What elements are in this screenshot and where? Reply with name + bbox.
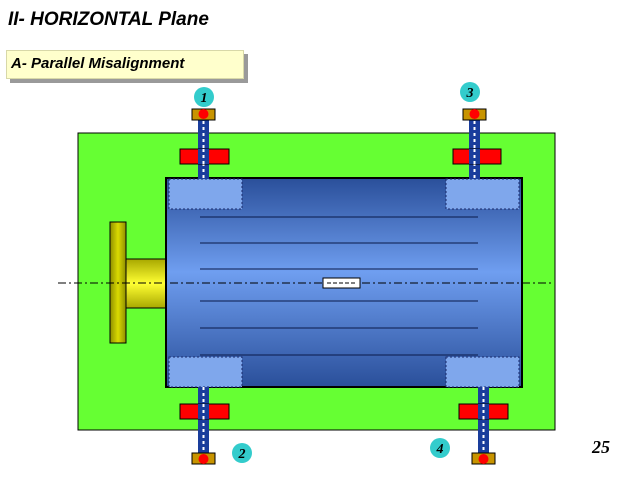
motor-foot-rear-right [445,356,520,388]
motor-fins [200,216,478,356]
bolt-label-4: 4 [430,438,450,458]
bolt-label-1-text: 1 [201,91,208,106]
bolt-label-3: 3 [460,82,480,102]
bolt-assembly-1 [179,108,230,179]
bolt-label-4-text: 4 [436,442,444,457]
page-number: 25 [592,437,610,457]
section-subtitle: A- Parallel Misalignment [11,55,185,72]
motor-foot-front-right [445,178,520,210]
bolt-label-1: 1 [194,87,214,107]
bolt-label-3-text: 3 [466,86,474,101]
bolt-label-2-text: 2 [238,447,246,462]
motor-foot-front-left [168,178,243,210]
bolt-assembly-4 [458,387,509,465]
bolt-assembly-2 [179,387,230,465]
page-title: II- HORIZONTAL Plane [8,9,209,30]
bolt-label-2: 2 [232,443,252,463]
subtitle-box: A- Parallel Misalignment [6,50,244,79]
motor-foot-rear-left [168,356,243,388]
bolt-assembly-3 [452,108,502,179]
